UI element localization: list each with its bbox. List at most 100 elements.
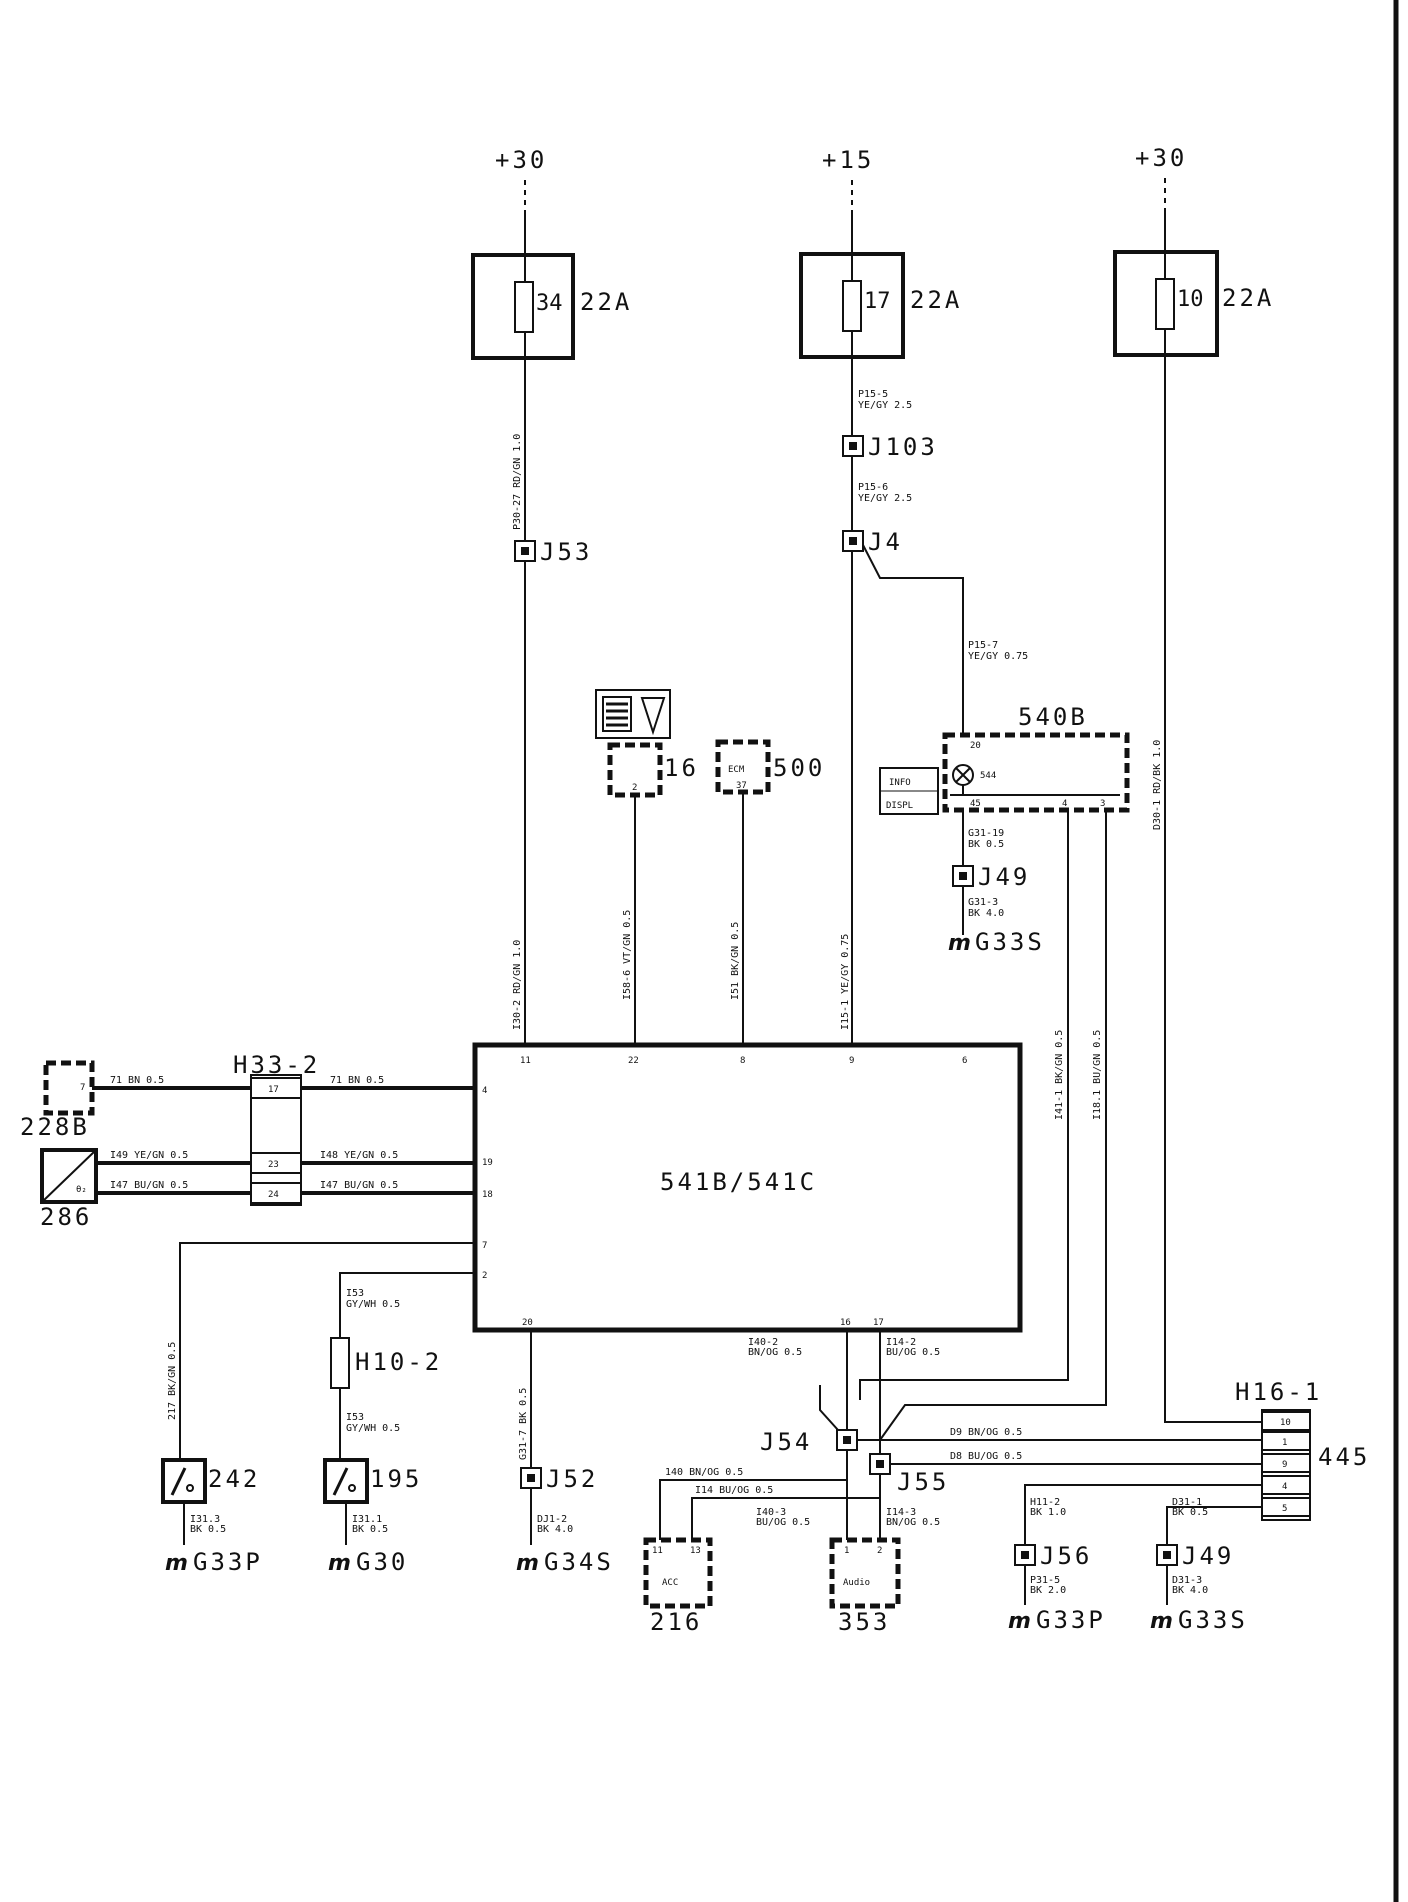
wire-i18-1: I18.1 BU/GN 0.5 [1092, 1030, 1103, 1120]
fuse-3-number: 10 [1177, 287, 1204, 312]
junction-j49-b-group: D31-1 BK 0.5 J49 D31-3 BK 4.0 m G33S [1150, 1497, 1248, 1634]
wire-i31-1: I31.1 [352, 1514, 382, 1525]
svg-text:m: m [328, 1551, 351, 1576]
svg-text:m: m [1008, 1609, 1031, 1634]
wire-g31-3-b: BK 4.0 [968, 908, 1004, 919]
junction-j52-group: G31-7 BK 0.5 J52 DJ1-2 BK 4.0 m G34S [516, 1330, 614, 1576]
component-286: θ₂ 286 I49 YE/GN 0.5 I47 BU/GN 0.5 I48 Y… [40, 1148, 475, 1231]
ecu-pin-4: 4 [482, 1086, 487, 1096]
component-h10-label: H10-2 [355, 1348, 442, 1376]
wire-g31-3: G31-3 [968, 897, 998, 908]
ground-g33p-b: G33P [1036, 1606, 1106, 1634]
wire-p15-5: P15-5 [858, 389, 888, 400]
junction-j49-b: J49 [1182, 1542, 1234, 1570]
wire-p31-5-b: BK 2.0 [1030, 1585, 1066, 1596]
h16-pin-9: 9 [1282, 1460, 1287, 1470]
supply-2: +15 17 22A P15-5 YE/GY 2.5 J103 P15-6 YE… [799, 146, 1028, 1050]
wire-i51: I51 BK/GN 0.5 [730, 922, 741, 1000]
component-353-label: 353 [838, 1608, 890, 1636]
supply-1-label: +30 [495, 146, 547, 174]
ecu-pin-8: 8 [740, 1056, 745, 1066]
wire-g31-19-b: BK 0.5 [968, 839, 1004, 850]
wire-i49: I49 YE/GN 0.5 [110, 1150, 188, 1161]
component-228b-pin: 7 [80, 1083, 85, 1093]
ecu-pin-9: 9 [849, 1056, 854, 1066]
component-242-label: 242 [208, 1465, 260, 1493]
ground-g34s: G34S [544, 1548, 614, 1576]
component-216: 11 13 ACC 216 [643, 1537, 713, 1636]
wire-h11-2: H11-2 [1030, 1497, 1060, 1508]
component-353-pin-2: 2 [877, 1546, 882, 1556]
ecu-pin-7: 7 [482, 1241, 487, 1251]
component-500-label: 500 [773, 754, 825, 782]
ecu-pin-19: 19 [482, 1158, 493, 1168]
svg-text:m: m [1150, 1609, 1173, 1634]
component-228b: 7 228B 71 BN 0.5 71 BN 0.5 [20, 1060, 475, 1141]
wire-i47-a: I47 BU/GN 0.5 [110, 1180, 188, 1191]
supply-3-label: +30 [1135, 144, 1187, 172]
wire-g31-19: G31-19 [968, 828, 1004, 839]
svg-text:ECM: ECM [728, 765, 745, 775]
wire-p31-5: P31-5 [1030, 1575, 1060, 1586]
ecu-pin-16: 16 [840, 1318, 851, 1328]
wire-i41-1: I41-1 BK/GN 0.5 [1054, 1030, 1065, 1120]
component-216-label: 216 [650, 1608, 702, 1636]
info-display-line2: DISPL [886, 801, 913, 811]
wire-140: 140 BN/OG 0.5 [665, 1467, 743, 1478]
junction-j56: J56 [1040, 1542, 1092, 1570]
wire-p15-5-b: YE/GY 2.5 [858, 400, 912, 411]
ground-g33s-b: G33S [1178, 1606, 1248, 1634]
h16-pin-1: 1 [1282, 1438, 1287, 1448]
h16-label: H16-1 [1235, 1378, 1322, 1406]
component-16: 2 16 I58-6 VT/GN 0.5 [595, 689, 699, 1050]
component-540b-pin-3: 3 [1100, 799, 1105, 809]
fuse-3-rating: 22A [1222, 284, 1274, 312]
wire-p15-7: P15-7 [968, 640, 998, 651]
junction-j54: J54 [760, 1428, 812, 1456]
wire-p15-7-b: YE/GY 0.75 [968, 651, 1028, 662]
ecu-pin-20: 20 [522, 1318, 533, 1328]
fuse-1-rating: 22A [580, 288, 632, 316]
wire-g31-7: G31-7 BK 0.5 [518, 1388, 529, 1460]
supply-2-label: +15 [822, 146, 874, 174]
component-540b-lamp: 544 [980, 771, 996, 781]
h16-pin-4: 4 [1282, 1482, 1287, 1492]
connector-h33-2: H33-2 17 23 24 [233, 1051, 317, 1206]
connector-h16-1: H16-1 10 1 9 4 5 445 [1024, 1378, 1367, 1545]
wire-71-b: 71 BN 0.5 [330, 1075, 384, 1086]
fuse-2-rating: 22A [910, 286, 962, 314]
component-195-label: 195 [370, 1465, 422, 1493]
wire-p30-27: P30-27 RD/GN 1.0 [512, 434, 523, 530]
wire-i14-2-b: BU/OG 0.5 [886, 1347, 940, 1358]
wire-i40-2: I40-2 [748, 1337, 778, 1348]
ecu-pin-11: 11 [520, 1056, 531, 1066]
wire-d30-1: D30-1 RD/BK 1.0 [1152, 740, 1163, 830]
component-540b-pin-4: 4 [1062, 799, 1067, 809]
h16-pin-5: 5 [1282, 1504, 1287, 1514]
wire-d9: D9 BN/OG 0.5 [950, 1427, 1022, 1438]
component-540b-label: 540B [1018, 703, 1088, 731]
wire-d31-1: D31-1 [1172, 1497, 1202, 1508]
wire-217: 217 BK/GN 0.5 [167, 1342, 178, 1420]
junction-j49-a: J49 [978, 863, 1030, 891]
wire-i53-a: I53 [346, 1288, 364, 1299]
svg-text:m: m [948, 931, 971, 956]
h33-pin-24: 24 [268, 1190, 279, 1200]
wire-i47-b: I47 BU/GN 0.5 [320, 1180, 398, 1191]
wire-i48: I48 YE/GN 0.5 [320, 1150, 398, 1161]
wire-i58-6: I58-6 VT/GN 0.5 [622, 910, 633, 1000]
audio-network: I40-2 BN/OG 0.5 I14-2 BU/OG 0.5 J54 J55 … [659, 1330, 1262, 1540]
info-display-line1: INFO [889, 778, 911, 788]
component-16-label: 16 [664, 754, 699, 782]
supply-3: +30 10 22A D30-1 RD/BK 1.0 [1113, 144, 1274, 1423]
component-216-pin-11: 11 [652, 1546, 663, 1556]
wire-i40-3-b: BU/OG 0.5 [756, 1517, 810, 1528]
wire-d8: D8 BU/OG 0.5 [950, 1451, 1022, 1462]
component-216-pin-13: 13 [690, 1546, 701, 1556]
component-195: I53 GY/WH 0.5 H10-2 I53 GY/WH 0.5 195 I3… [323, 1272, 475, 1576]
junction-j55: J55 [897, 1468, 949, 1496]
ecu-541b-541c: 541B/541C 11 22 8 9 6 4 19 18 7 2 20 16 … [472, 1042, 1023, 1333]
wire-d31-1-b: BK 0.5 [1172, 1507, 1208, 1518]
h16-pin-10: 10 [1280, 1418, 1291, 1428]
